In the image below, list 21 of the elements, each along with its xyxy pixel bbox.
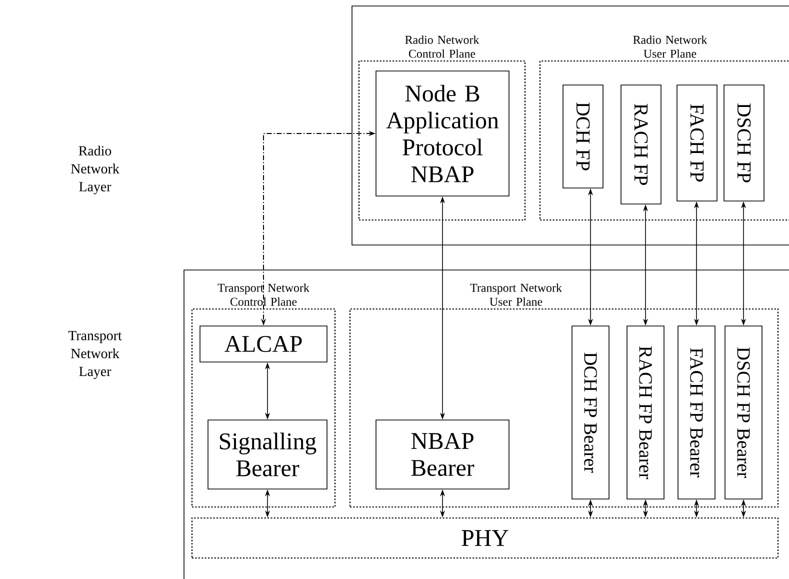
layer-box [352,6,789,246]
protocol-box: DCH FP Bearer [572,326,610,500]
protocol-box: ALCAP [200,326,328,362]
node-label: Radio Network User Plane [633,35,708,58]
node-label: Transport Network Control Plane [218,283,310,306]
protocol-box: FACH FP [676,84,718,202]
layer-label: Transport Network Layer [68,331,122,380]
protocol-box: DSCH FP [724,84,764,202]
protocol-box: Node B Application Protocol NBAP [376,70,510,196]
protocol-box: NBAP Bearer [376,420,510,490]
phy-band: PHY [191,517,779,559]
protocol-box: DSCH FP Bearer [724,326,762,500]
node-label: Radio Network Control Plane [405,35,480,58]
layer-label: Radio Network Layer [71,146,120,194]
protocol-box: FACH FP Bearer [678,326,716,500]
protocol-box: RACH FP Bearer [626,326,664,500]
protocol-box: RACH FP [620,84,662,204]
layer-box [184,270,789,579]
protocol-box: Signalling Bearer [208,420,328,490]
protocol-box: DCH FP [562,84,604,188]
node-label: Transport Network User Plane [470,283,562,306]
